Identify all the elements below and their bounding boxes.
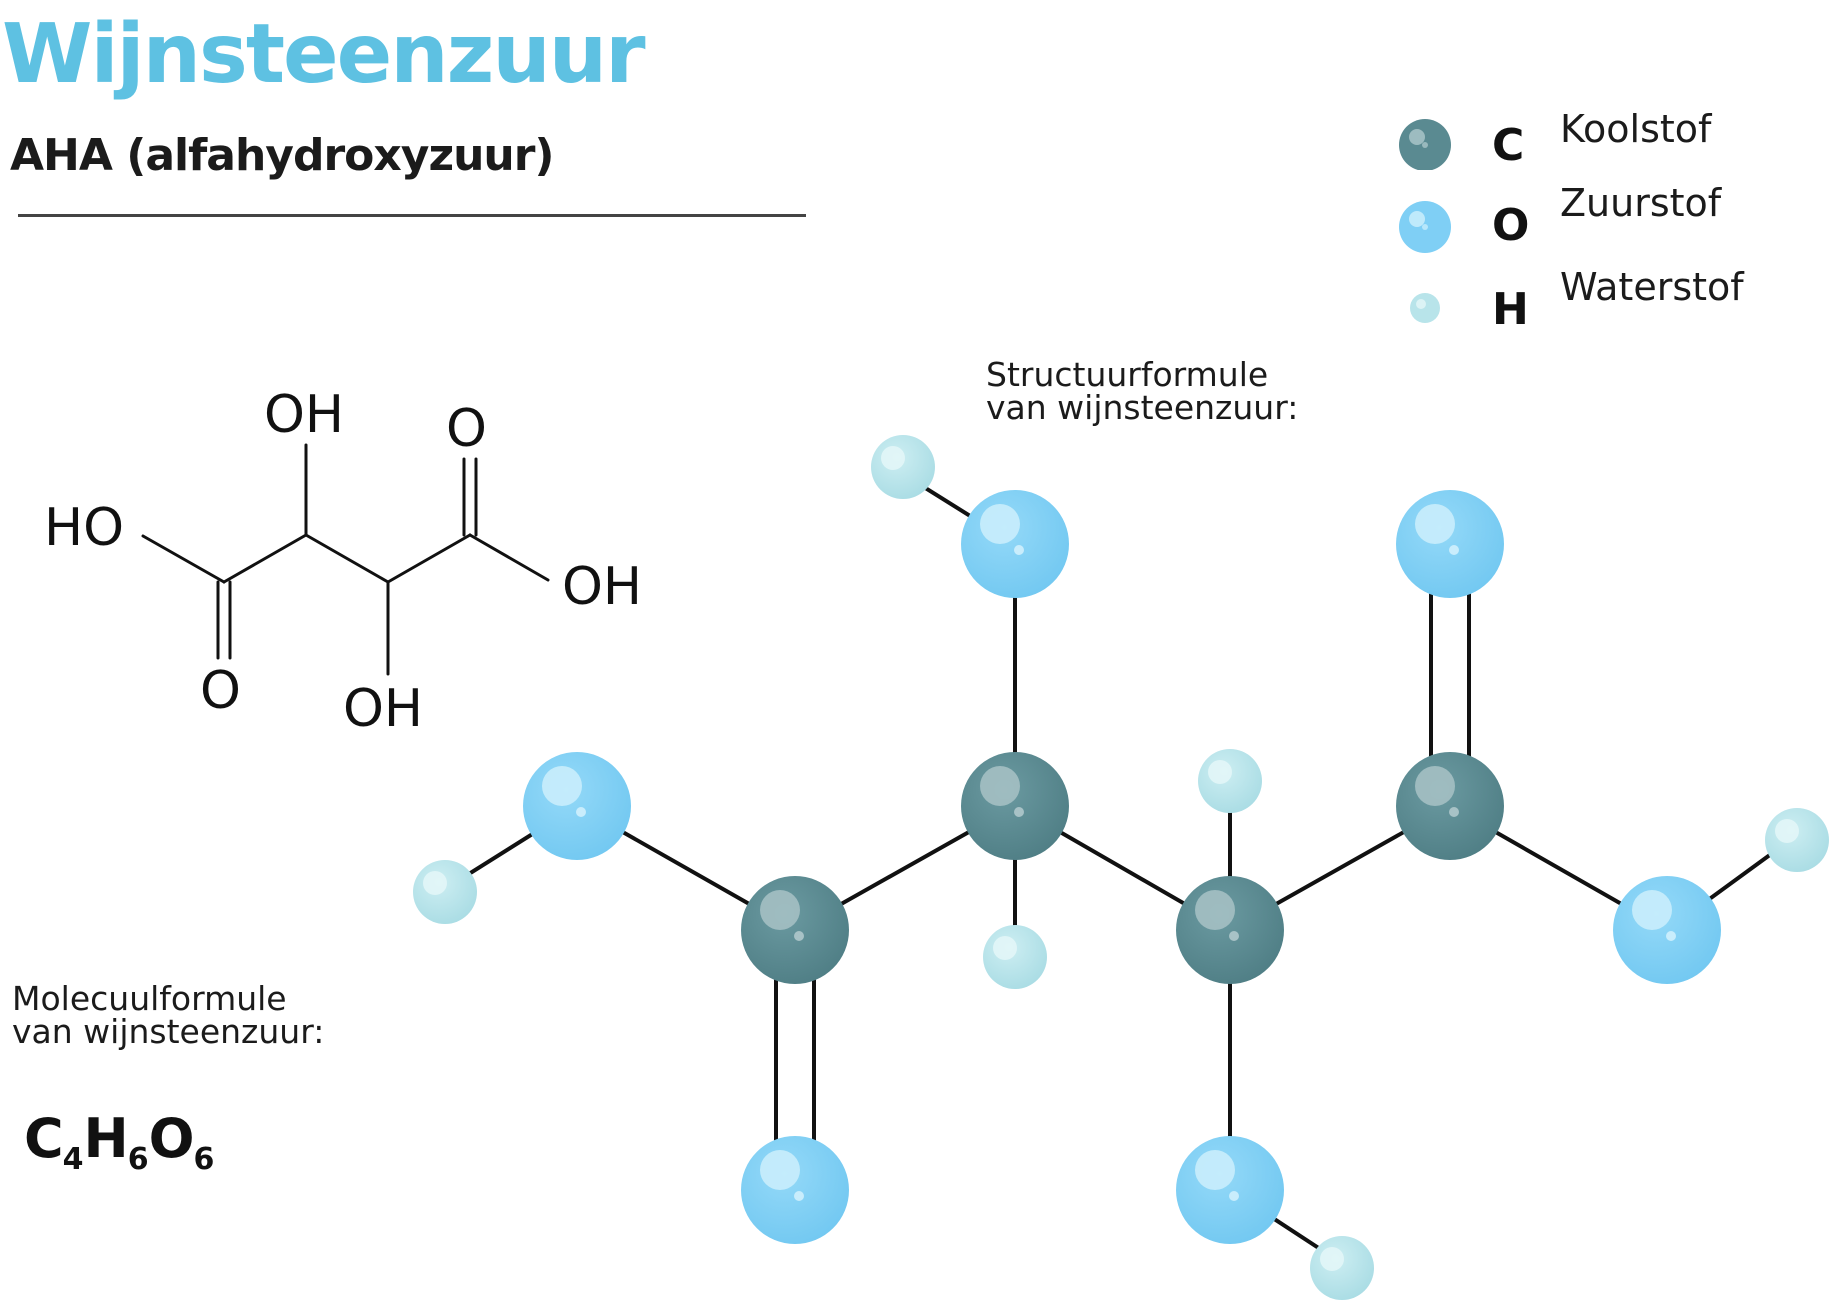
legend-label: Koolstof — [1560, 107, 1712, 151]
formula-count: 4 — [62, 1142, 84, 1177]
formula-element: C — [24, 1107, 64, 1170]
legend-label: Zuurstof — [1560, 181, 1722, 225]
oxygen-atom — [961, 490, 1069, 598]
oxygen-atom — [1613, 876, 1721, 984]
legend: C Koolstof O Zuurstof H Waterstof — [1390, 100, 1810, 345]
caption-line: van wijnsteenzuur: — [12, 1012, 325, 1051]
hydrogen-atom — [983, 925, 1047, 989]
formula-element: O — [148, 1107, 195, 1170]
divider — [18, 214, 806, 217]
carbon-atom — [1396, 752, 1504, 860]
structure-caption: Structuurformule van wijnsteenzuur: — [986, 358, 1298, 424]
carbon-atom — [1176, 876, 1284, 984]
caption-line: Structuurformule — [986, 355, 1269, 394]
legend-label: Waterstof — [1560, 265, 1744, 309]
formula-count: 6 — [127, 1142, 149, 1177]
hydrogen-atom — [1310, 1236, 1374, 1300]
page-subtitle: AHA (alfahydroxyzuur) — [10, 130, 555, 181]
hydrogen-atom — [1198, 749, 1262, 813]
hydrogen-atom — [413, 860, 477, 924]
oxygen-atom — [1176, 1136, 1284, 1244]
molecular-formula: C4H6O6 — [24, 1112, 214, 1175]
carbon-atom-icon — [1399, 119, 1451, 170]
legend-symbol: C — [1492, 120, 1525, 171]
legend-item-carbon: C Koolstof — [1390, 100, 1810, 170]
legend-item-hydrogen: H Waterstof — [1390, 268, 1810, 338]
legend-symbol: H — [1492, 284, 1529, 335]
oxygen-atom — [523, 752, 631, 860]
carbon-atom — [961, 752, 1069, 860]
oxygen-atom — [741, 1136, 849, 1244]
carbon-atom — [741, 876, 849, 984]
oxygen-atom-icon — [1399, 201, 1451, 253]
molecular-caption: Molecuulformule van wijnsteenzuur: — [12, 982, 324, 1048]
legend-symbol: O — [1492, 200, 1530, 251]
hydrogen-atom-icon — [1410, 293, 1440, 323]
hydrogen-atom — [871, 435, 935, 499]
page-title: Wijnsteenzuur — [2, 7, 646, 102]
formula-count: 6 — [193, 1142, 215, 1177]
caption-line: Molecuulformule — [12, 979, 287, 1018]
legend-item-oxygen: O Zuurstof — [1390, 184, 1810, 254]
oxygen-atom — [1396, 490, 1504, 598]
caption-line: van wijnsteenzuur: — [986, 388, 1299, 427]
hydrogen-atom — [1765, 808, 1829, 872]
formula-element: H — [83, 1107, 129, 1170]
